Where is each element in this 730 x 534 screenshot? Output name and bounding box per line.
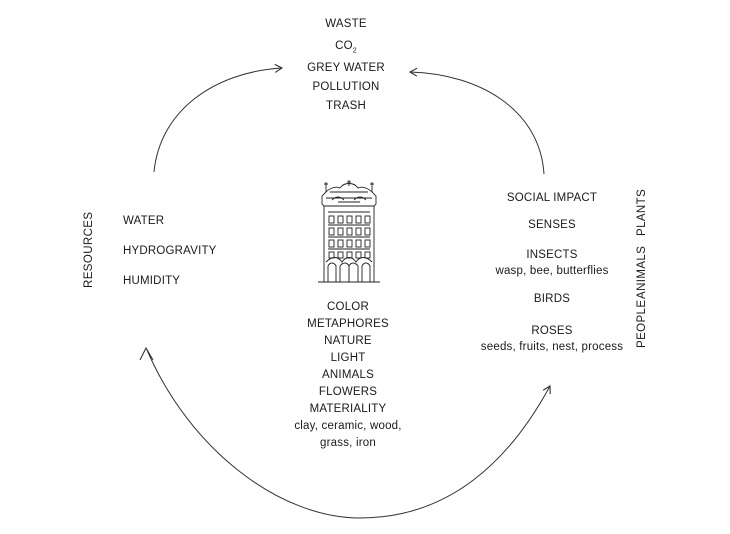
resource-humidity: HUMIDITY [123,275,181,287]
vertical-label-plants: PLANTS [636,188,648,236]
impact-insects: INSECTS [526,249,578,261]
concept-materiality: MATERIALITY [309,403,387,415]
concept-animals: ANIMALS [322,369,374,381]
arrow-bottom-loop-start-head [139,346,154,361]
arrow-resources-to-waste [153,63,284,173]
impact-birds: BIRDS [533,293,571,305]
vertical-label-animals: ANIMALS [636,245,648,299]
resources-heading: RESOURCES [83,211,95,288]
impact-insects-detail: wasp, bee, butterflies [495,265,609,277]
impact-social: SOCIAL IMPACT [506,192,598,204]
arrow-bottom-loop [146,349,551,519]
concept-flowers: FLOWERS [318,386,378,398]
concept-metaphores: METAPHORES [307,318,389,330]
concept-nature: NATURE [324,335,372,347]
casa-batllo-building-icon [318,180,380,283]
arrow-impact-to-waste [408,67,545,175]
output-trash: TRASH [326,100,366,112]
impact-roses-detail: seeds, fruits, nest, process [480,341,624,353]
concept-color: COLOR [327,301,369,313]
impact-senses: SENSES [528,219,576,231]
impact-roses: ROSES [531,325,573,337]
output-waste: WASTE [325,18,367,30]
vertical-label-people: PEOPLE [636,299,648,348]
resource-water: WATER [123,215,165,227]
output-grey-water: GREY WATER [307,62,385,74]
materials-line-2: grass, iron [320,437,376,449]
output-pollution: POLLUTION [312,81,380,93]
output-co2: CO2 [335,40,357,55]
resource-hydrogravity: HYDROGRAVITY [123,245,217,257]
materials-line-1: clay, ceramic, wood, [294,420,402,432]
concept-light: LIGHT [330,352,366,364]
